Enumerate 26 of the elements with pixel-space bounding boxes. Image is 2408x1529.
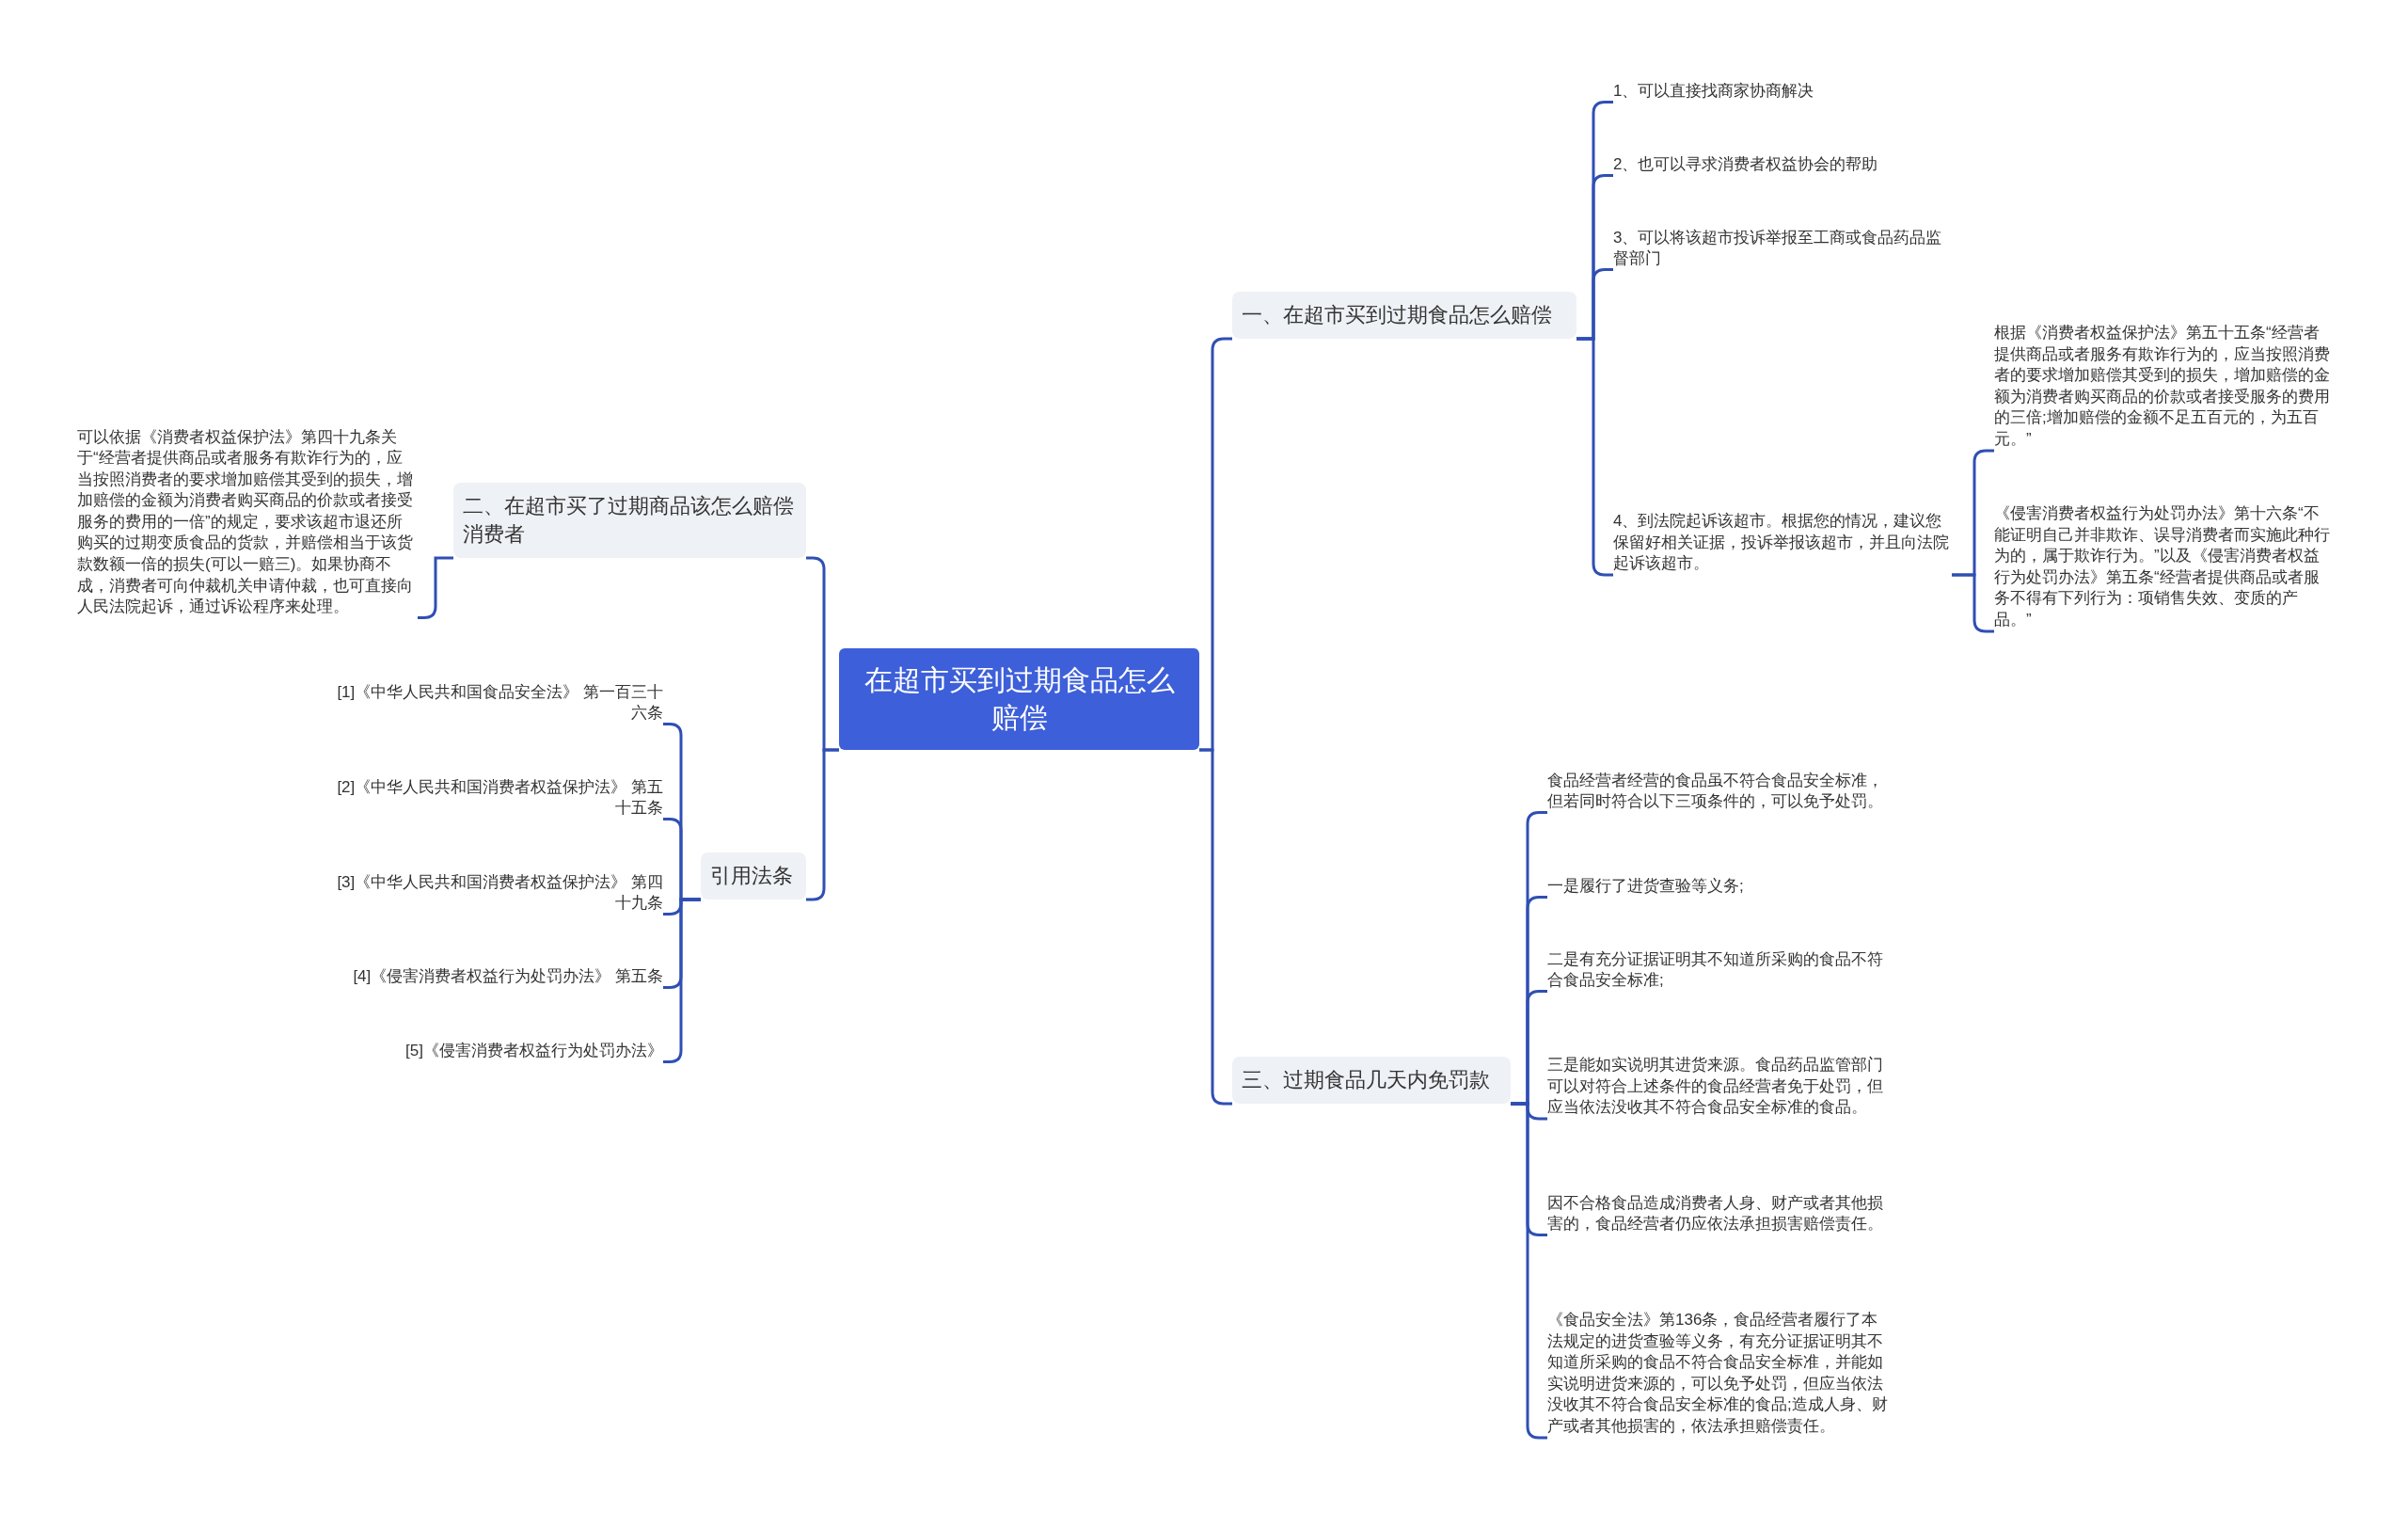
topic-text: 食品经营者经营的食品虽不符合食品安全标准，但若同时符合以下三项条件的，可以免予处罚。	[1547, 770, 1888, 813]
topic-text: 二是有充分证据证明其不知道所采购的食品不符合食品安全标准;	[1547, 948, 1888, 992]
connector-line	[418, 556, 453, 619]
central-topic-box: 在超市买到过期食品怎么赔偿	[839, 648, 1199, 750]
topic-text: 《侵害消费者权益行为处罚办法》第十六条“不能证明自己并非欺诈、误导消费者而实施此种行为的，属于欺诈行为。”以及《侵害消费者权益行为处罚办法》第五条“经营者提供商品或者服务不得有下列行为：项销售失效、变质的产品。”	[1994, 503, 2335, 631]
topic-box: 三、过期食品几天内免罚款	[1232, 1057, 1511, 1104]
connector-line	[1199, 748, 1232, 1106]
topic-text: 一是履行了进货查验等义务;	[1547, 875, 1888, 898]
topic-text: [3]《中华人民共和国消费者权益保护法》 第四十九条	[323, 871, 663, 915]
topic-text: 1、可以直接找商家协商解决	[1613, 80, 1989, 103]
topic-text: 2、也可以寻求消费者权益协会的帮助	[1613, 153, 1989, 176]
topic-text: 三是能如实说明其进货来源。食品药品监管部门可以对符合上述条件的食品经营者免于处罚，但应当依法没收其不符合食品安全标准的食品。	[1547, 1055, 1888, 1119]
topic-box: 引用法条	[701, 852, 806, 900]
topic-box: 一、在超市买到过期食品怎么赔偿	[1232, 292, 1576, 339]
topic-text: 《食品安全法》第136条，食品经营者履行了本法规定的进货查验等义务，有充分证据证明其不知道所采购的食品不符合食品安全标准，并能如实说明进货来源的，可以免予处罚，但应当依法没收其不符合食品安全标准的食品;造成人身、财产或者其他损害的，依法承担赔偿责任。	[1547, 1310, 1888, 1438]
connector-line	[806, 748, 839, 901]
topic-text: 因不合格食品造成消费者人身、财产或者其他损害的，食品经营者仍应依法承担损害赔偿责任。	[1547, 1192, 1888, 1235]
topic-text: 3、可以将该超市投诉举报至工商或食品药品监督部门	[1613, 227, 1952, 270]
topic-text: [4]《侵害消费者权益行为处罚办法》 第五条	[323, 965, 663, 988]
topic-text: 根据《消费者权益保护法》第五十五条“经营者提供商品或者服务有欺诈行为的，应当按照消费者的要求增加赔偿其受到的损失，增加赔偿的金额为消费者购买商品的价款或者接受服务的费用的三倍;增加赔偿的金额不足五百元的，为五百元。”	[1994, 323, 2335, 451]
topic-text: [5]《侵害消费者权益行为处罚办法》	[323, 1040, 663, 1062]
topic-text: [2]《中华人民共和国消费者权益保护法》 第五十五条	[323, 776, 663, 820]
topic-text: [1]《中华人民共和国食品安全法》 第一百三十六条	[323, 681, 663, 725]
topic-text: 可以依据《消费者权益保护法》第四十九条关于“经营者提供商品或者服务有欺诈行为的，应当按照消费者的要求增加赔偿其受到的损失，增加赔偿的金额为消费者购买商品的价款或者接受服务的费用的一倍”的规定，要求该超市退还所购买的过期变质食品的货款，并赔偿相当于该货款数额一倍的损失(可以一赔三)。如果协商不成，消费者可向仲裁机关申请仲裁，也可直接向人民法院起诉，通过诉讼程序来处理。	[77, 426, 418, 618]
topic-text: 4、到法院起诉该超市。根据您的情况，建议您保留好相关证据，投诉举报该超市，并且向法院起诉该超市。	[1613, 511, 1952, 575]
topic-box: 二、在超市买了过期商品该怎么赔偿消费者	[453, 483, 806, 558]
